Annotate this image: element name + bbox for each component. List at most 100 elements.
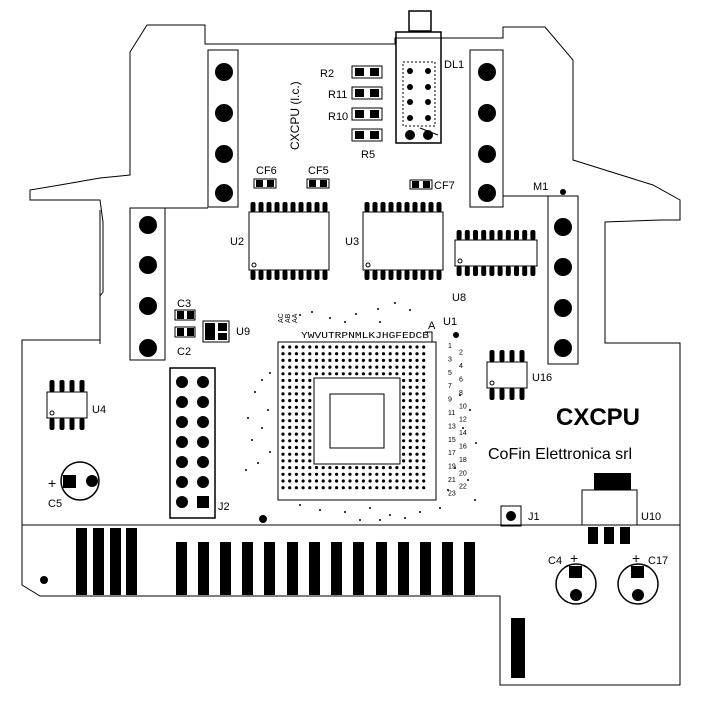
bga-col-ab: AB [285, 313, 292, 323]
bga-row-number: 9 [448, 397, 452, 404]
label-c17-plus: + [632, 550, 640, 566]
bga-row-number: 23 [448, 490, 456, 497]
u1-corner-mark [425, 331, 433, 342]
label-c3: C3 [177, 298, 191, 310]
board-outline [21, 24, 681, 686]
bga-row-number: 17 [448, 450, 456, 457]
dl1-switch-knob [408, 10, 432, 32]
label-c17: C17 [648, 555, 668, 567]
c17-pad-square [631, 566, 644, 578]
label-u16: U16 [532, 372, 552, 384]
label-r2: R2 [320, 68, 334, 80]
label-j1: J1 [528, 511, 540, 523]
c4-pad-square [569, 566, 582, 578]
bga-row-number: 5 [448, 370, 452, 377]
bga-row-number: 2 [459, 350, 463, 357]
label-dl1: DL1 [444, 59, 464, 71]
label-cf5: CF5 [308, 165, 329, 177]
label-c5-plus: + [48, 475, 56, 491]
bga-row-number: 7 [448, 383, 452, 390]
dl1-diode-mark [419, 127, 439, 136]
board-vertical-label: CXCPU (l.c.) [288, 81, 302, 150]
c4-capacitor [555, 563, 597, 605]
c17-pad-round [632, 589, 644, 601]
bga-core-frame [329, 393, 385, 449]
c4-pad-round [570, 589, 582, 601]
c5-pad-square [63, 475, 76, 488]
u10-pin [588, 527, 598, 544]
bga-row-number: 3 [448, 356, 452, 363]
bga-u1-outline [277, 341, 437, 501]
bga-row-number: 16 [459, 444, 467, 451]
bga-col-ac: AC [278, 313, 285, 323]
label-a: A [428, 320, 436, 332]
label-r10: R10 [328, 111, 348, 123]
bga-row-number: 10 [459, 403, 467, 410]
c2-cap [174, 326, 196, 338]
bga-row-number: 22 [459, 484, 467, 491]
bga-row-number: 15 [448, 437, 456, 444]
top-right-rail [469, 49, 504, 208]
right-rail [547, 195, 579, 365]
cf6-cap [253, 178, 277, 189]
bga-row-number: 21 [448, 477, 456, 484]
u10-tab [594, 473, 631, 490]
board-title: CXCPU [556, 404, 640, 431]
u9-chip [202, 320, 230, 343]
u1-pin1-marker [453, 332, 459, 338]
c5-pad-round [86, 475, 98, 487]
c3-cap [174, 309, 196, 321]
bga-inner-frame [313, 377, 401, 465]
cf7-cap [409, 179, 433, 190]
u10-body [581, 489, 638, 526]
label-u4: U4 [92, 404, 106, 416]
rail-pads [139, 63, 572, 357]
label-r5: R5 [361, 149, 375, 161]
u10-pin [604, 527, 614, 544]
label-r11: R11 [328, 89, 347, 101]
fiducial [40, 576, 48, 584]
label-c4: C4 [548, 555, 562, 567]
bga-row-number: 19 [448, 464, 456, 471]
label-u10: U10 [641, 511, 661, 523]
c17-capacitor [617, 563, 659, 605]
fiducial [259, 515, 267, 523]
label-u2: U2 [230, 236, 244, 248]
dl1-pins [405, 68, 433, 140]
u4-chip [46, 380, 88, 430]
j1-pad [500, 505, 522, 527]
label-u3: U3 [345, 236, 359, 248]
label-c4-plus: + [570, 550, 578, 566]
bga-row-number: 18 [459, 457, 467, 464]
u16-chip [486, 350, 528, 400]
label-c2: C2 [177, 346, 191, 358]
label-c5: C5 [48, 498, 62, 510]
u8-chip [454, 230, 538, 276]
bga-row-number: 6 [459, 377, 463, 384]
top-left-rail [207, 49, 239, 208]
j2-header [169, 367, 216, 519]
m1-marker [560, 189, 566, 195]
dl1-pin-frame [402, 61, 436, 127]
edge-connector-fingers [76, 528, 525, 678]
u2-chip [248, 202, 330, 280]
j1-pin [506, 511, 516, 521]
dl1-body [395, 31, 442, 144]
label-j2: J2 [218, 501, 230, 513]
left-rail [129, 207, 166, 361]
resistor-group [351, 65, 383, 142]
bga-row-number: 8 [459, 390, 463, 397]
label-u8: U8 [452, 292, 466, 304]
via-dots [245, 302, 477, 521]
u3-chip [362, 202, 444, 280]
company-name: CoFin Elettronica srl [488, 446, 632, 463]
c5-capacitor [60, 461, 100, 501]
bga-row-number: 1 [448, 343, 452, 350]
u10-pin [620, 527, 630, 544]
bga-row-number: 4 [459, 363, 463, 370]
label-u1: U1 [443, 316, 457, 328]
bga-row-number: 12 [459, 417, 467, 424]
label-m1: M1 [533, 181, 548, 193]
